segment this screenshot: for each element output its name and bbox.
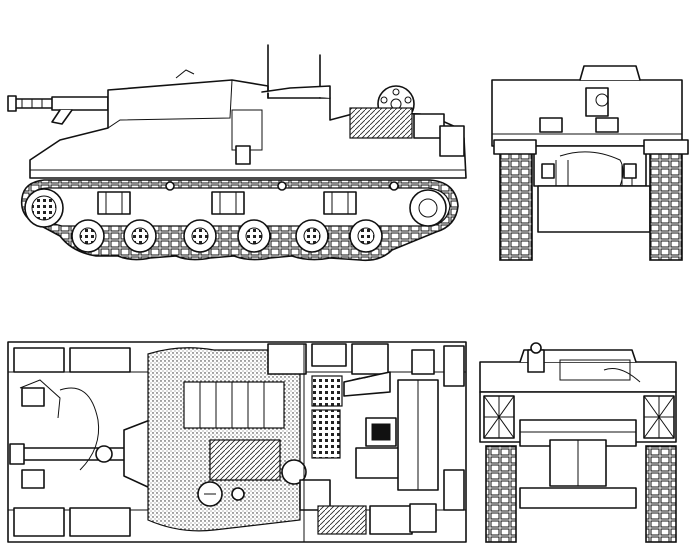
- idler-wheel: [409, 189, 447, 227]
- front-view: [479, 342, 677, 543]
- rear-view: [491, 65, 689, 261]
- stowage-bundle: [349, 107, 413, 139]
- rear-left-track: [499, 149, 533, 261]
- gun-barrel: [7, 95, 109, 125]
- bogie-middle: [183, 191, 271, 253]
- front-right-box: [643, 395, 675, 439]
- side-view: [7, 44, 467, 262]
- front-left-track: [485, 445, 517, 543]
- front-right-track: [645, 445, 677, 543]
- bogie-rear: [295, 191, 383, 253]
- top-view: [7, 341, 467, 543]
- front-left-box: [483, 395, 515, 439]
- rear-right-track: [649, 149, 683, 261]
- ammo-rack: [183, 381, 285, 481]
- fighting-compartment: [147, 347, 301, 532]
- bogie-front: [71, 191, 157, 253]
